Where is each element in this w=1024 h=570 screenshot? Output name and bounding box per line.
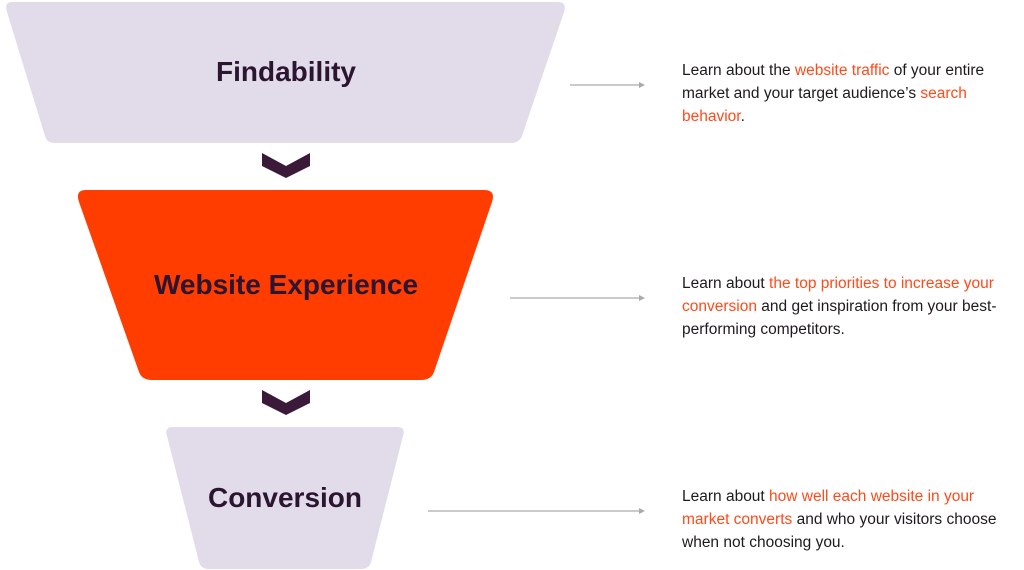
connector-arrow (428, 508, 645, 514)
stage-label-website-experience: Website Experience (153, 269, 419, 300)
stage-conversion-shape (166, 427, 404, 569)
stage-description-conversion: Learn about how well each website in you… (682, 485, 1017, 554)
stage-description-website-experience: Learn about the top priorities to increa… (682, 272, 1017, 341)
stage-description-findability: Learn about the website traffic of your … (682, 59, 1017, 128)
desc-highlight: the top priorities to increase your conv… (682, 275, 994, 315)
desc-text: . (740, 108, 745, 125)
stage-findability-shape (6, 2, 565, 143)
connector-arrow (510, 295, 645, 301)
stage-label-findability: Findability (216, 56, 356, 87)
desc-highlight: search behavior (682, 85, 967, 125)
desc-text: and who your visitors choose when not ch… (682, 511, 997, 551)
desc-highlight: website traffic (794, 62, 890, 79)
desc-highlight: how well each website in your market con… (682, 488, 975, 528)
chevron-down-icon (262, 153, 310, 178)
desc-text: and get inspiration from your best-perfo… (682, 298, 997, 338)
chevron-down-icon (262, 390, 310, 415)
stage-website-experience-shape (77, 190, 493, 380)
stage-label-conversion: Conversion (207, 482, 363, 513)
desc-text: Learn about (682, 275, 770, 292)
desc-text: of your entire market and your target au… (682, 62, 985, 102)
desc-text: Learn about (682, 488, 770, 505)
desc-text: Learn about the (682, 62, 795, 79)
connector-arrow (570, 82, 645, 88)
